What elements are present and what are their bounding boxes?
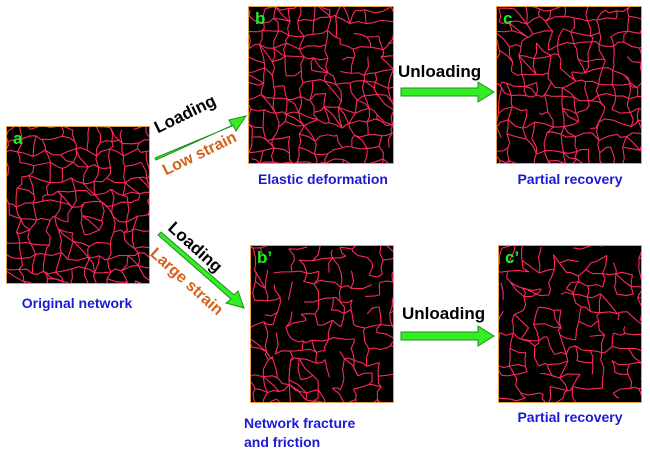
panel-network-fracture: b’ [250,245,394,403]
panel-partial-recovery-upper: c [496,6,642,164]
caption-original-network: Original network [21,295,133,311]
arrow-unload-upper [400,81,495,103]
caption-elastic-deformation: Elastic deformation [258,171,388,187]
network-image [7,127,149,283]
caption-network-fracture: Network fracture and friction [244,414,404,452]
label-unloading-upper: Unloading [398,62,482,81]
arrow-load-lower [157,231,245,309]
network-image [497,7,641,163]
panel-letter-a: a [13,129,23,148]
caption-partial-recovery-upper: Partial recovery [517,171,623,187]
network-image [499,246,641,402]
panel-letter-c-prime: c’ [505,248,520,267]
label-unloading-lower: Unloading [402,304,486,323]
panel-original-network: a [6,126,150,284]
caption-line-2: and friction [244,434,321,450]
caption-partial-recovery-lower: Partial recovery [517,409,623,425]
caption-line-1: Network fracture [244,415,356,431]
network-image [249,7,393,163]
panel-letter-c: c [503,9,513,28]
panel-letter-b: b [255,9,266,28]
arrow-unload-lower [400,325,495,347]
panel-letter-b-prime: b’ [257,248,273,267]
panel-partial-recovery-lower: c’ [498,245,642,403]
network-image [251,246,393,402]
panel-elastic-deformation: b [248,6,394,164]
arrow-load-upper [154,115,248,161]
